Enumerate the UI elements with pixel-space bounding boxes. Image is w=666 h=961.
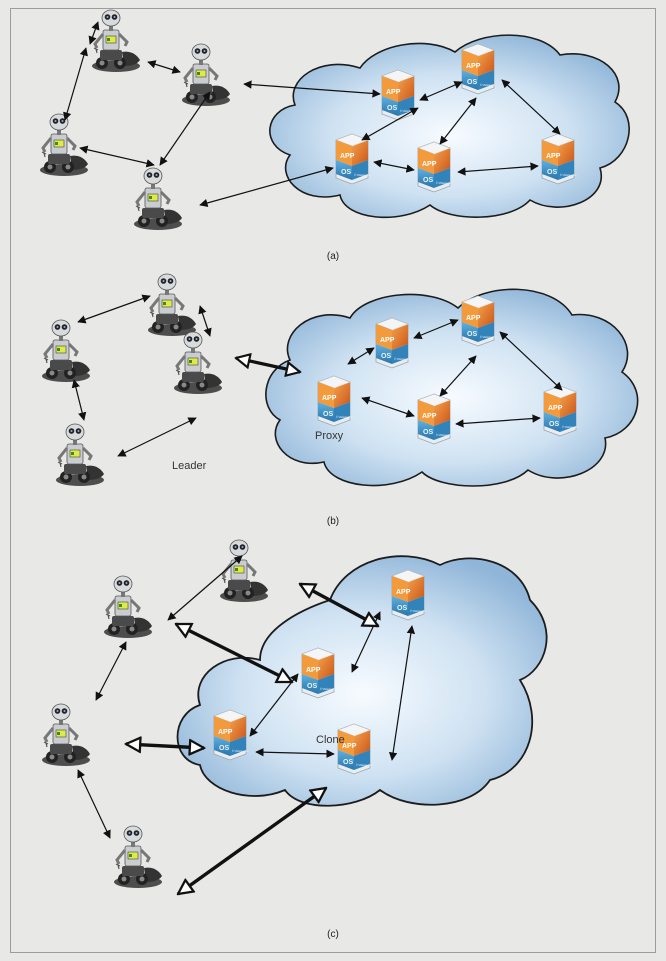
- vm-app-label: APP: [546, 153, 561, 160]
- robot-vm-links-c: [126, 582, 378, 894]
- vm-os-label: OS: [341, 169, 351, 176]
- vm-badge-text-12: APP OS© VMware, Inc.: [306, 667, 337, 691]
- vm-vendor-mark: © VMware, Inc.: [480, 336, 497, 339]
- robot-b1: [146, 272, 198, 338]
- links-b: [71, 294, 563, 457]
- robot-b2: [40, 318, 92, 384]
- robot-c2: [102, 574, 154, 640]
- vm-app-label: APP: [466, 315, 481, 322]
- vm-app-label: APP: [218, 729, 233, 736]
- vm-app-label: APP: [396, 589, 411, 596]
- leader-label: Leader: [172, 460, 207, 472]
- vm-os-label: OS: [467, 331, 477, 338]
- vm-badge-text-9: APP OS© VMware, Inc.: [422, 413, 453, 437]
- vm-os-label: OS: [423, 429, 433, 436]
- robot-b3-leader: [172, 330, 224, 396]
- vm-vendor-mark: © VMware, Inc.: [480, 84, 497, 87]
- vm-os-label: OS: [547, 169, 557, 176]
- vm-vendor-mark: © VMware, Inc.: [436, 182, 453, 185]
- vm-app-label: APP: [386, 89, 401, 96]
- vm-app-label: APP: [322, 395, 337, 402]
- vm-os-label: OS: [423, 177, 433, 184]
- vm-vendor-mark: © VMware, Inc.: [356, 764, 373, 767]
- cloud-a: [269, 34, 630, 219]
- vm-vendor-mark: © VMware, Inc.: [410, 610, 427, 613]
- vm-app-label: APP: [548, 405, 563, 412]
- vm-badge-text-13: APP OS© VMware, Inc.: [218, 729, 249, 753]
- vm-vendor-mark: © VMware, Inc.: [562, 426, 579, 429]
- vm-badge-text-4: APP OS© VMware, Inc.: [422, 161, 453, 185]
- vm-badge-text-3: APP OS© VMware, Inc.: [340, 153, 371, 177]
- robot-a2: [180, 42, 232, 108]
- panel-a-label: (a): [327, 251, 339, 262]
- vm-os-label: OS: [387, 105, 397, 112]
- robot-c4: [112, 824, 164, 890]
- vm-app-label: APP: [306, 667, 321, 674]
- vm-badge-text-5: APP OS© VMware, Inc.: [546, 153, 577, 177]
- panel-b-label: (b): [327, 516, 339, 527]
- vm-os-label: OS: [343, 759, 353, 766]
- proxy-label: Proxy: [315, 430, 344, 442]
- vm-app-label: APP: [422, 161, 437, 168]
- panel-c-label: (c): [327, 929, 339, 940]
- robot-a4: [132, 166, 184, 232]
- vm-vendor-mark: © VMware, Inc.: [336, 416, 353, 419]
- vm-app-label: APP: [342, 743, 357, 750]
- robot-a1: [90, 8, 142, 74]
- vm-badge-text-11: APP OS© VMware, Inc.: [396, 589, 427, 613]
- vm-badge-text-2: APP OS© VMware, Inc.: [466, 63, 497, 87]
- clone-label: Clone: [316, 734, 345, 746]
- vm-app-label: APP: [466, 63, 481, 70]
- vm-vendor-mark: © VMware, Inc.: [320, 688, 337, 691]
- vm-os-label: OS: [381, 353, 391, 360]
- vm-app-label: APP: [340, 153, 355, 160]
- vm-os-label: OS: [323, 411, 333, 418]
- robot-c1: [218, 538, 270, 604]
- links-a: [63, 21, 561, 208]
- vm-vendor-mark: © VMware, Inc.: [436, 434, 453, 437]
- vm-badge-text-14: APP OS© VMware, Inc.: [342, 743, 373, 767]
- vm-badge-text-7: APP OS© VMware, Inc.: [466, 315, 497, 339]
- vm-vendor-mark: © VMware, Inc.: [394, 358, 411, 361]
- vm-badge-text-10: APP OS© VMware, Inc.: [548, 405, 579, 429]
- vm-os-label: OS: [549, 421, 559, 428]
- vm-app-label: APP: [422, 413, 437, 420]
- vm-app-label: APP: [380, 337, 395, 344]
- vm-vendor-mark: © VMware, Inc.: [232, 750, 249, 753]
- vm-vendor-mark: © VMware, Inc.: [354, 174, 371, 177]
- robot-b4: [54, 422, 106, 488]
- leader-proxy-link: [236, 358, 300, 372]
- vm-os-label: OS: [307, 683, 317, 690]
- vm-os-label: OS: [397, 605, 407, 612]
- vm-os-label: OS: [219, 745, 229, 752]
- cloud-c: [176, 555, 548, 807]
- vm-vendor-mark: © VMware, Inc.: [560, 174, 577, 177]
- vm-badge-text-6: APP OS© VMware, Inc.: [380, 337, 411, 361]
- robot-c3: [40, 702, 92, 768]
- vm-os-label: OS: [467, 79, 477, 86]
- robot-a3: [38, 112, 90, 178]
- vm-badge-text-8: APP OS© VMware, Inc.: [322, 395, 353, 419]
- links-c: [77, 555, 416, 839]
